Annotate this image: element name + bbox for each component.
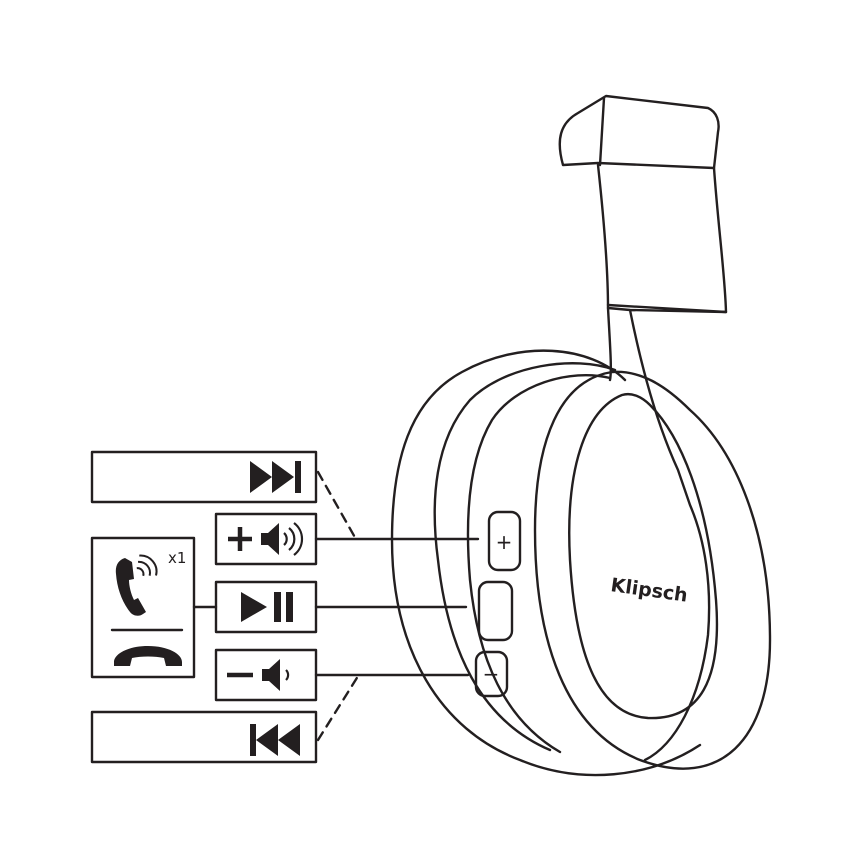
phone-hangup-icon	[114, 646, 182, 666]
brand-logo: Klipsch	[609, 574, 689, 607]
headphone-illustration	[392, 96, 770, 775]
previous-track-dashed-leader	[318, 673, 360, 740]
next-track-dashed-leader	[318, 472, 357, 541]
volume-down-button-glyph: −	[483, 662, 500, 686]
volume-up-icon	[228, 523, 302, 555]
volume-up-button-glyph: +	[496, 530, 513, 554]
headband-cap	[560, 96, 719, 168]
ear-cushion-rim	[435, 363, 615, 750]
play-pause-physical-button[interactable]	[479, 582, 512, 640]
volume-down-icon	[227, 659, 288, 691]
play-pause-icon	[241, 592, 293, 622]
headband-cap-crease	[600, 98, 604, 165]
phone-ringing-icon	[116, 551, 161, 615]
previous-track-icon	[250, 724, 300, 756]
headband-arm	[598, 165, 726, 760]
ear-cup-plate	[569, 394, 717, 718]
call-press-count: x1	[168, 549, 186, 567]
next-track-icon	[250, 461, 301, 493]
